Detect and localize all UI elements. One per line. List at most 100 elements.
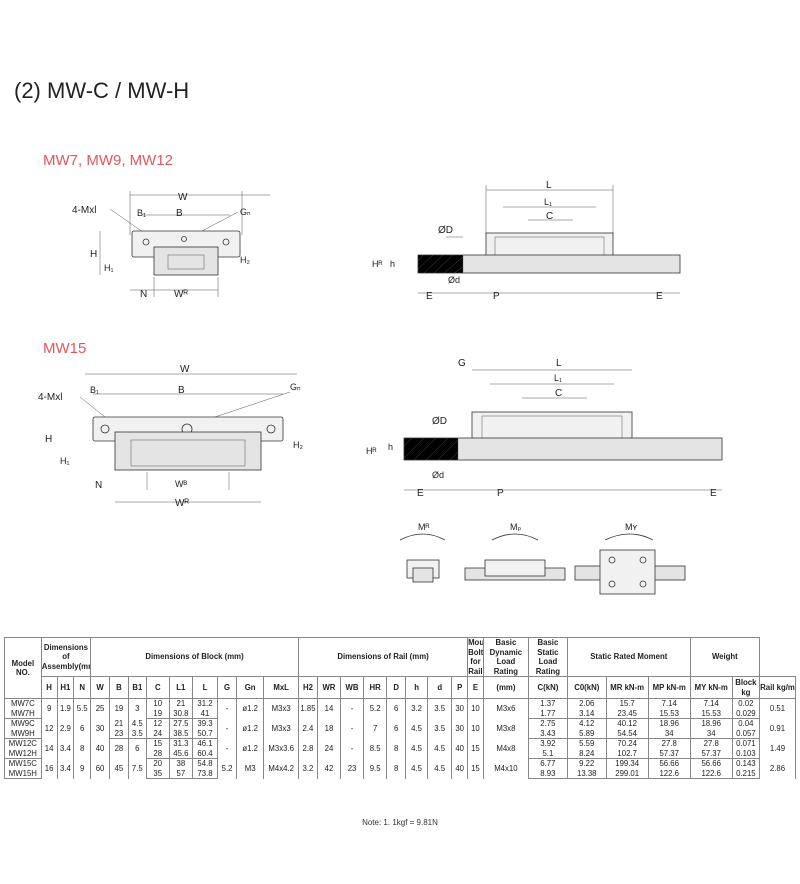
table-cell: 122.6 bbox=[689, 768, 733, 779]
dim-P-label: P bbox=[493, 291, 500, 302]
table-cell: 73.8 bbox=[191, 768, 219, 779]
table-cell: 2.75 bbox=[527, 718, 568, 729]
table-cell: M3x3 bbox=[263, 698, 300, 719]
table-cell: 6 bbox=[127, 738, 147, 759]
column-header: N bbox=[73, 676, 92, 699]
table-cell: 7.14 bbox=[689, 698, 733, 709]
table-cell: 10 bbox=[467, 698, 484, 719]
table-cell: 3.5 bbox=[427, 698, 453, 719]
table-cell: 3.4 bbox=[56, 758, 75, 779]
table-cell: 23 bbox=[108, 728, 129, 739]
dim-WR-label: Wᴿ bbox=[174, 289, 188, 300]
table-cell: 54.8 bbox=[191, 758, 219, 769]
dim-HR-label: Hᴿ bbox=[372, 259, 383, 269]
table-cell: 9 bbox=[40, 698, 58, 719]
table-cell: 57.37 bbox=[647, 748, 691, 759]
table-cell: ø1.2 bbox=[235, 698, 265, 719]
table-cell: 3.2 bbox=[298, 758, 318, 779]
table-cell: 0.071 bbox=[731, 738, 761, 749]
column-header: P bbox=[451, 676, 469, 699]
dim-P-label-2: P bbox=[497, 488, 504, 499]
table-cell: 38.5 bbox=[168, 728, 193, 739]
dim-N-label: N bbox=[140, 289, 147, 300]
table-cell: 24 bbox=[316, 738, 342, 759]
table-cell: 27.5 bbox=[168, 718, 193, 729]
table-cell: M4x10 bbox=[482, 758, 529, 779]
dim-D-label: ØD bbox=[438, 225, 453, 236]
table-cell: 3.5 bbox=[427, 718, 453, 739]
column-header: C0(kN) bbox=[566, 676, 607, 699]
table-cell: 14 bbox=[316, 698, 342, 719]
dim-h-label-2: h bbox=[388, 442, 393, 452]
table-cell: - bbox=[217, 698, 237, 719]
table-cell: 7 bbox=[363, 718, 388, 739]
table-cell: 4.5 bbox=[127, 718, 147, 729]
dim-B1-label: B₁ bbox=[137, 208, 146, 218]
table-cell: 15.7 bbox=[605, 698, 649, 709]
dim-L1-label: L₁ bbox=[544, 197, 552, 207]
moment-MP-label: Mₚ bbox=[510, 522, 521, 532]
dim-H-label-2: H bbox=[45, 434, 52, 445]
column-header: D bbox=[386, 676, 407, 699]
table-cell: 42 bbox=[316, 758, 342, 779]
section-title-small: MW7, MW9, MW12 bbox=[43, 152, 173, 169]
table-cell: 0.91 bbox=[759, 718, 796, 739]
table-cell: 50.7 bbox=[191, 728, 219, 739]
dim-L-label-2: L bbox=[556, 358, 562, 369]
table-cell: 34 bbox=[647, 728, 691, 739]
table-cell: MW12H bbox=[4, 748, 42, 759]
column-header: H bbox=[40, 676, 58, 699]
table-cell: 57 bbox=[168, 768, 193, 779]
table-cell: 45 bbox=[108, 758, 129, 779]
table-cell: 54.54 bbox=[605, 728, 649, 739]
table-cell: 24 bbox=[145, 728, 170, 739]
table-cell: MW9H bbox=[4, 728, 42, 739]
table-cell: 8.24 bbox=[566, 748, 607, 759]
table-cell: 15 bbox=[467, 758, 484, 779]
table-cell: 3.43 bbox=[527, 728, 568, 739]
table-cell: 16 bbox=[40, 758, 58, 779]
column-header: H1 bbox=[56, 676, 75, 699]
table-cell: 3.14 bbox=[566, 708, 607, 719]
table-cell: 0.02 bbox=[731, 698, 761, 709]
table-cell: 21 bbox=[168, 698, 193, 709]
table-cell: 18 bbox=[316, 718, 342, 739]
table-cell: 5.59 bbox=[566, 738, 607, 749]
table-cell: 23.45 bbox=[605, 708, 649, 719]
table-cell: 1.49 bbox=[759, 738, 796, 759]
table-cell: M3x8 bbox=[482, 718, 529, 739]
table-cell: ø1.2 bbox=[235, 738, 265, 759]
dim-L1-label-2: L₁ bbox=[554, 373, 562, 383]
table-cell: 5.1 bbox=[527, 748, 568, 759]
column-header: B1 bbox=[127, 676, 147, 699]
table-cell: ø1.2 bbox=[235, 718, 265, 739]
table-cell: 40 bbox=[90, 738, 110, 759]
table-cell: 8 bbox=[73, 738, 92, 759]
table-cell: MW7C bbox=[4, 698, 42, 709]
table-cell: 3.2 bbox=[405, 698, 429, 719]
column-header: B bbox=[108, 676, 129, 699]
table-cell: 30 bbox=[451, 718, 469, 739]
table-cell: 0.51 bbox=[759, 698, 796, 719]
table-cell: 9.5 bbox=[363, 758, 388, 779]
header-model: Model NO. bbox=[4, 637, 42, 699]
moment-diagrams: Mᴿ Mₚ Mʏ bbox=[399, 522, 686, 595]
dim-E2-label: E bbox=[656, 291, 663, 302]
column-header: WR bbox=[316, 676, 342, 699]
table-cell: 1.77 bbox=[527, 708, 568, 719]
table-cell: 12 bbox=[40, 718, 58, 739]
table-cell: 35 bbox=[145, 768, 170, 779]
table-cell: 2.9 bbox=[56, 718, 75, 739]
table-cell: 56.66 bbox=[689, 758, 733, 769]
table-cell: 7.5 bbox=[127, 758, 147, 779]
table-cell: 30 bbox=[451, 698, 469, 719]
table-cell: 38 bbox=[168, 758, 193, 769]
column-header: G bbox=[217, 676, 237, 699]
table-cell: 19 bbox=[108, 698, 129, 719]
column-header: W bbox=[90, 676, 110, 699]
table-cell: 30 bbox=[90, 718, 110, 739]
table-cell: 15 bbox=[145, 738, 170, 749]
